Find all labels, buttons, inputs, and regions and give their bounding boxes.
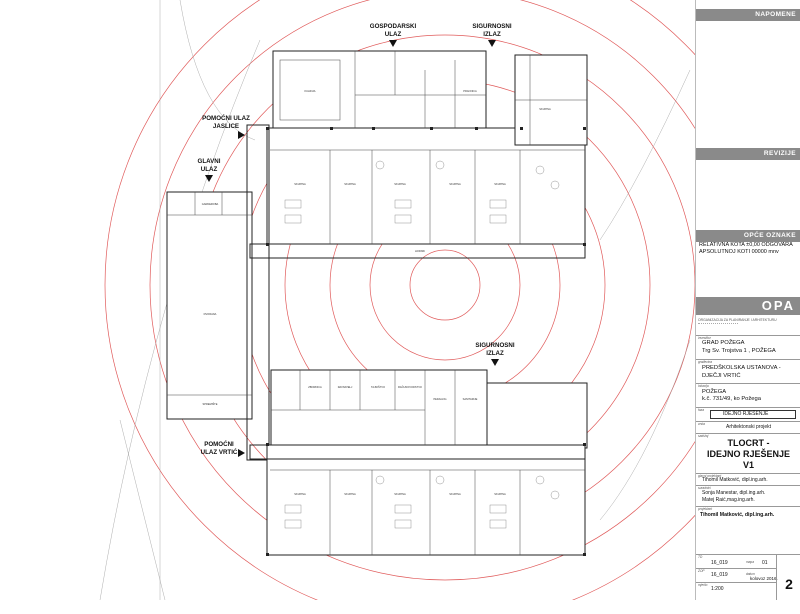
room-skupina-9: SKUPINA [394,492,406,496]
building-walls [166,50,588,556]
gradevina-label: građevina [698,360,712,364]
room-skupina-2: SKUPINA [344,182,356,186]
svg-text:IZLAZ: IZLAZ [486,350,504,357]
investitor-label: investitor [698,336,711,340]
entrance-sigurnosni-mid: SIGURNOSNI IZLAZ [475,342,515,366]
entrance-glavni: GLAVNI ULAZ [198,158,221,182]
title-block: NAPOMENE REVIZIJE OPĆE OZNAKE RELATIVNA … [695,0,800,600]
room-skupina-10: SKUPINA [449,492,461,496]
room-skupina-7: SKUPINA [294,492,306,496]
suradnici-line2: Matej Raić,mag.ing.arh. [702,497,755,503]
lokacija-line2: k.č. 731/49, ko Požega [702,396,761,402]
svg-text:ULAZ: ULAZ [385,31,402,38]
room-ravnatelj: RAVNATELJ [338,385,353,389]
projektant-label: projektant [698,507,712,511]
room-sanitarije: SANITARIJE [463,397,478,401]
td-label: TD [698,555,703,559]
gradevina-line1: PREDŠKOLSKA USTANOVA - [702,365,781,371]
gradevina-line2: DJEČJI VRTIĆ [702,373,741,379]
entrance-sigurnosni-top: SIGURNOSNI IZLAZ [472,23,512,47]
structural-columns [266,127,586,556]
room-dvorana: DVORANA [204,312,217,316]
entrance-pomocni-vrtic: POMOĆNI ULAZ VRTIĆ [201,440,245,457]
room-skupina-3: SKUPINA [394,182,406,186]
room-praonica: PRAONICA [463,89,477,93]
room-skupina-5: SKUPINA [494,182,506,186]
furniture [284,160,560,529]
room-kuhinja: KUHINJA [304,89,315,93]
investitor-line1: GRAD POŽEGA [702,340,745,346]
kota-note-line1: RELATIVNA KOTA ±0,00 ODGOVARA [699,242,793,248]
room-tajnistvo: TAJNIŠTVO [371,384,385,389]
sadrzaj-label: sadržaj [698,434,709,438]
org-name: ORGANIZACIJA ZA PLANIRANJE I ARHITEKTURU [698,318,777,322]
arrow-down-icon [488,40,496,47]
suradnici-line1: Sonja Manestar, dipl.ing.arh. [702,490,766,496]
svg-text:ULAZ: ULAZ [201,166,218,173]
room-zbornica: ZBORNICA [308,385,322,389]
svg-text:SIGURNOSNI: SIGURNOSNI [475,342,514,349]
svg-text:ULAZ VRTIĆ: ULAZ VRTIĆ [201,448,238,456]
room-hodnik: HODNIK [415,249,425,253]
arrow-down-icon [491,359,499,366]
zop-label: ZOP [698,569,705,573]
svg-text:JASLICE: JASLICE [213,123,239,130]
lokacija-label: lokacija [698,384,709,388]
mjerilo-label: mjerilo [698,583,708,587]
site-arcs [99,0,691,600]
room-labels: KUHINJA PRAONICA SKUPINA SKUPINA SKUPINA… [202,89,551,496]
projektant-value: Tihomil Matković, dipl.ing.arh. [700,512,775,518]
room-skupina-1: SKUPINA [294,182,306,186]
glavni-projektant-value: Tihomil Matković, dipl.ing.arh. [702,477,768,483]
sadrzaj-line2: IDEJNO RJEŠENJE [706,449,791,459]
room-skupina-4: SKUPINA [449,182,461,186]
svg-text:GOSPODARSKI: GOSPODARSKI [370,23,417,30]
room-skupina-11: SKUPINA [494,492,506,496]
mapa-label: mapa [746,560,754,564]
sheet-number: 2 [776,554,800,600]
lokacija-line1: POŽEGA [702,389,727,395]
room-skupina-6: SKUPINA [539,107,551,111]
entrance-pomocni-jaslice: POMOĆNI ULAZ JASLICE [202,114,250,139]
room-spremiste: SPREMIŠTE [203,401,218,406]
room-pedagog: PEDAGOG [433,397,446,401]
datum-label: datum [746,572,755,576]
kota-note-line2: APSOLUTNOJ KOTI 00000 mnv [699,249,779,255]
mjerilo-value: 1:200 [711,586,724,592]
faza-label: faza [698,408,705,412]
faza-value: IDEJNO RJEŠENJE [710,410,796,419]
svg-text:IZLAZ: IZLAZ [483,31,501,38]
arrow-down-icon [205,175,213,182]
opce-oznake-header: OPĆE OZNAKE [696,230,800,242]
room-racunovodstvo: RAČUNOVODSTVO [398,384,422,389]
arrow-right-icon [238,131,245,139]
sadrzaj-line3: V1 [742,460,754,470]
svg-text:POMOĆNI ULAZ: POMOĆNI ULAZ [202,114,250,122]
suradnici-label: suradnici [698,486,711,490]
vrsta-value: Arhitektonski projekt [726,424,772,430]
partitions [167,51,587,555]
td-value: 16_019 [711,560,728,566]
entrance-gospodarski: GOSPODARSKI ULAZ [370,23,417,47]
glavni-projektant-label: glavni projektant [698,474,722,478]
datum-value: kolovoz 2016. [750,576,778,581]
arrow-down-icon [389,40,397,47]
svg-text:POMOĆNI: POMOĆNI [204,440,234,448]
room-garderoba: GARDEROBA [202,202,219,206]
svg-text:SIGURNOSNI: SIGURNOSNI [472,23,511,30]
org-address-block [698,323,738,333]
arrow-right-icon [238,449,245,457]
vrsta-label: vrsta [698,422,705,426]
mapa-value: 01 [762,560,768,566]
room-skupina-8: SKUPINA [344,492,356,496]
opa-logo: OPA [696,297,800,315]
zop-value: 16_019 [711,572,728,578]
napomene-header: NAPOMENE [696,9,800,21]
svg-text:GLAVNI: GLAVNI [198,158,221,165]
revizije-header: REVIZIJE [696,148,800,160]
sadrzaj-line1: TLOCRT - [727,438,770,448]
floor-plan-drawing: KUHINJA PRAONICA SKUPINA SKUPINA SKUPINA… [99,0,695,600]
investitor-line2: Trg Sv. Trojstva 1 , POŽEGA [702,348,776,354]
